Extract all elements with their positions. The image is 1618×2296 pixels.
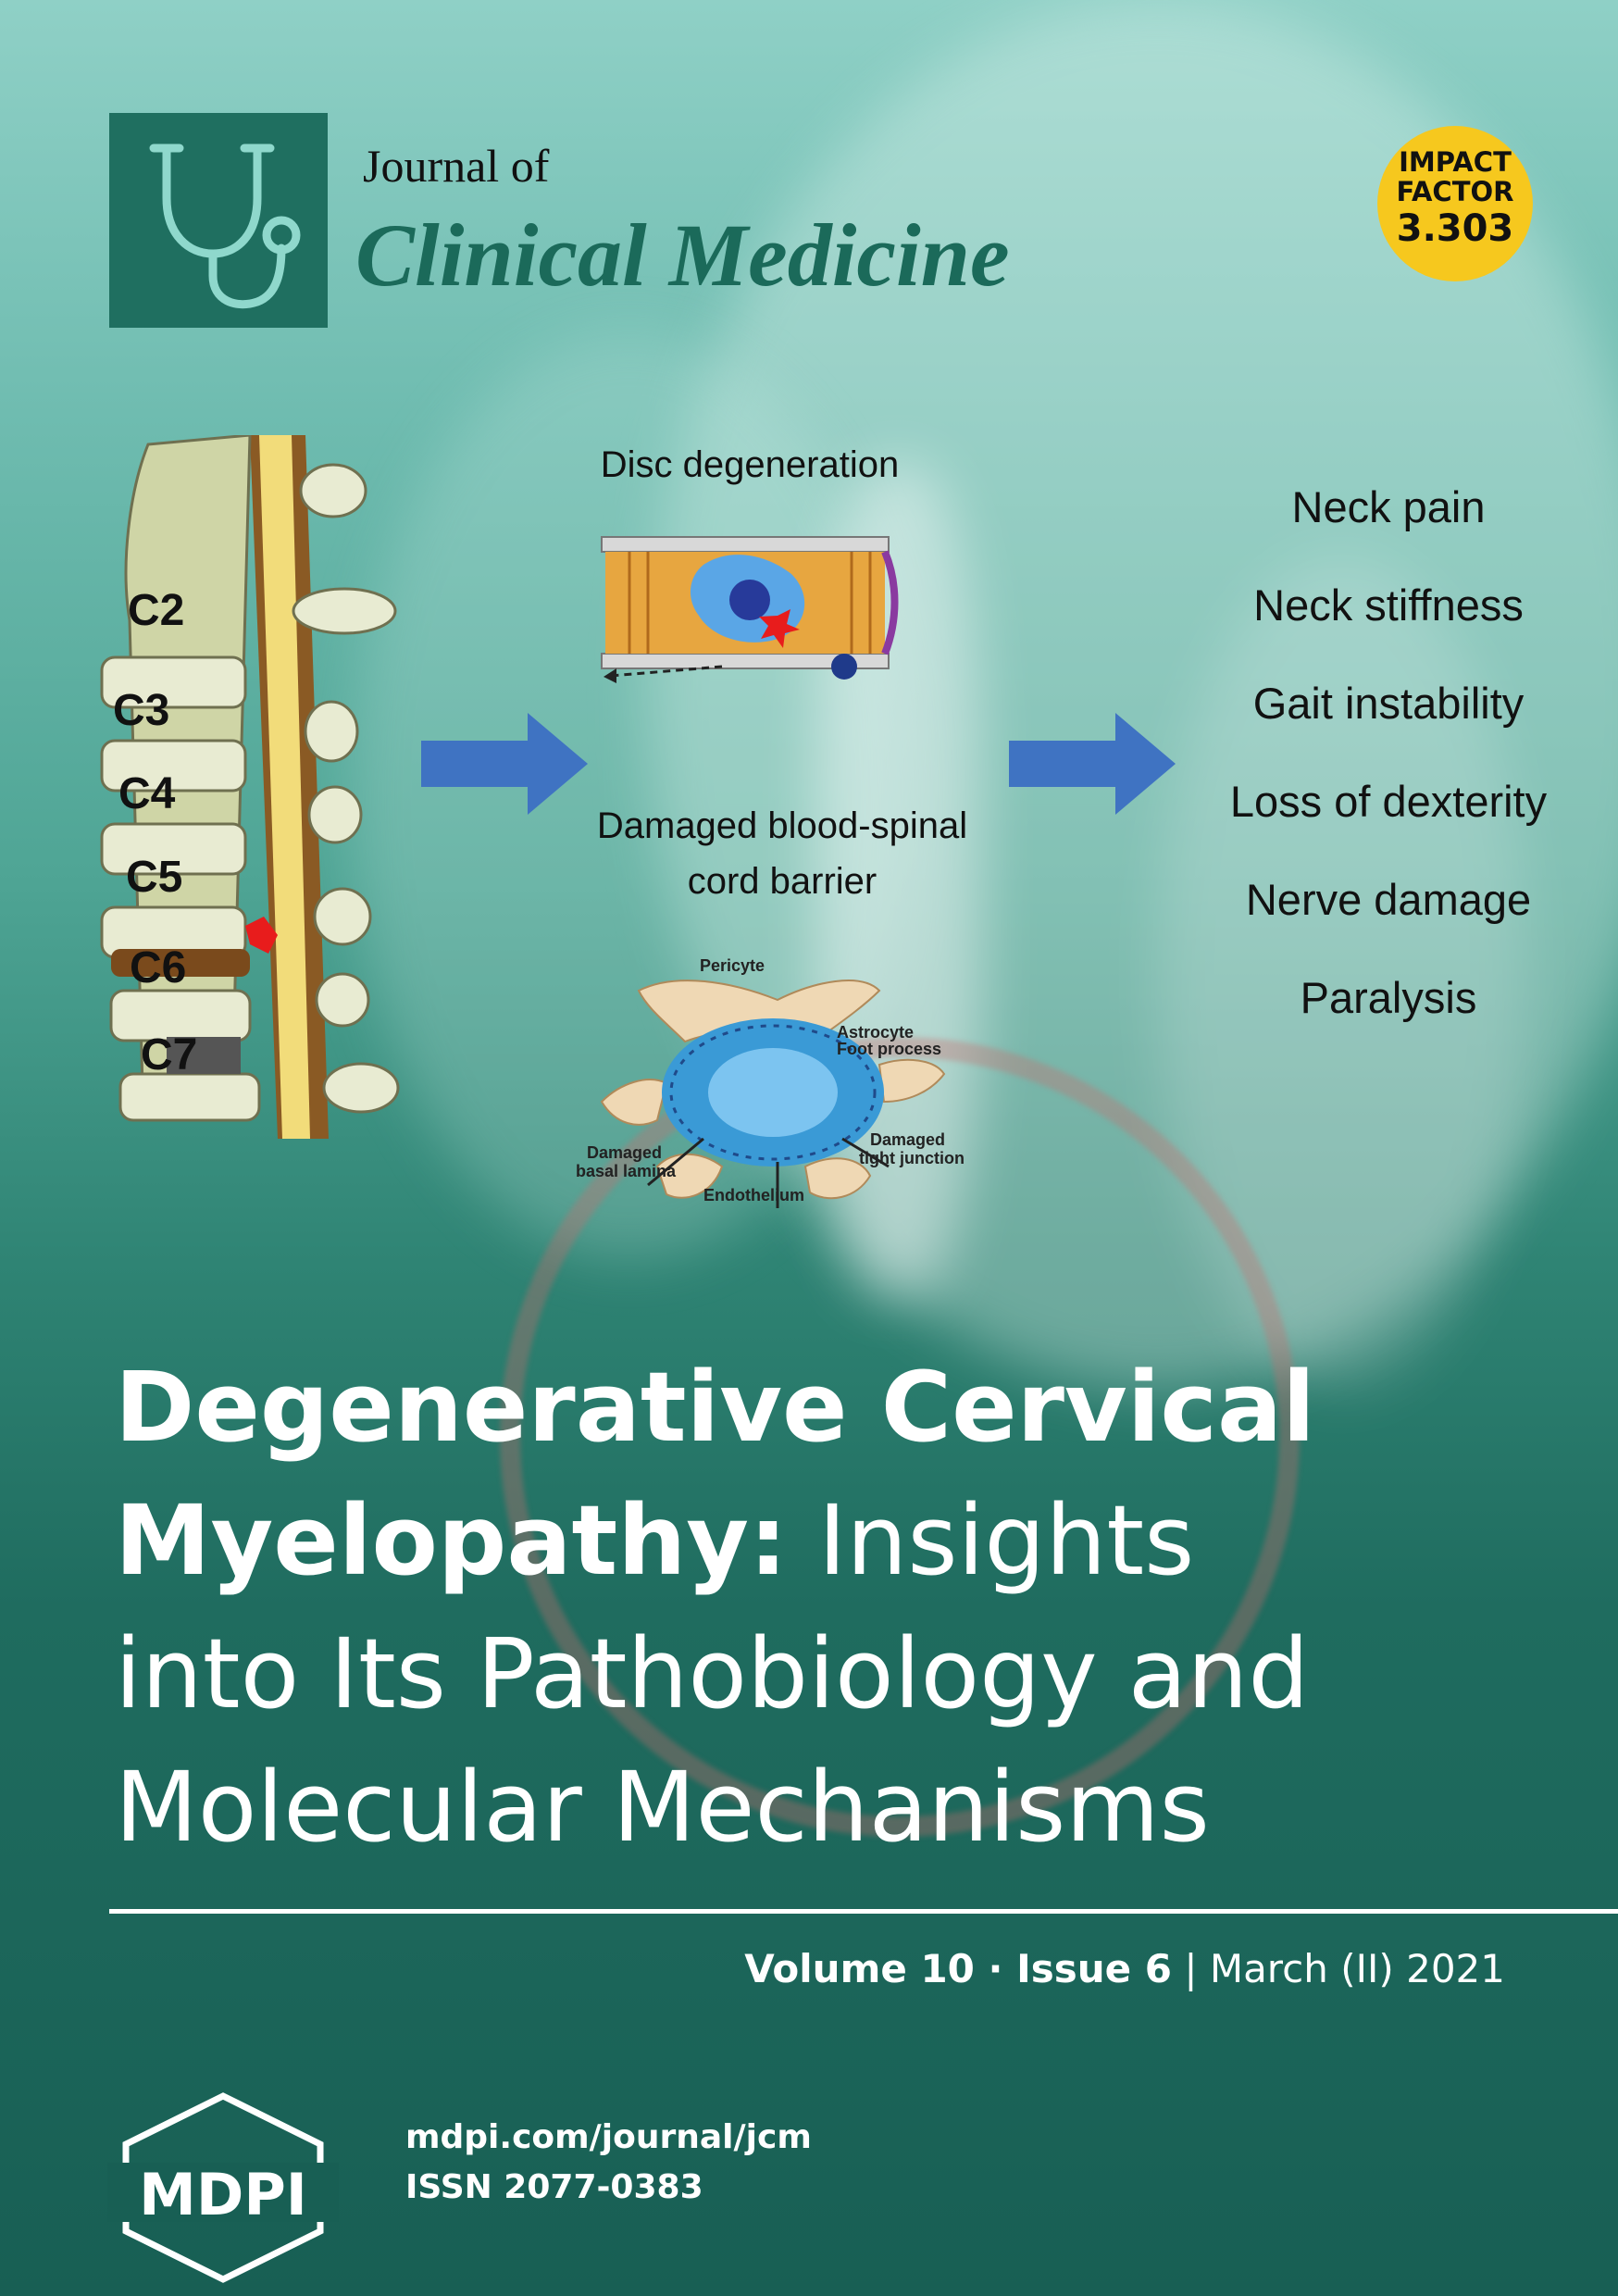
vertebra-label: C7 bbox=[141, 1030, 198, 1079]
vertebra-label: C3 bbox=[113, 686, 170, 735]
symptom-item: Neck pain bbox=[1291, 482, 1486, 531]
issue-separator: · bbox=[974, 1946, 1017, 1991]
disc-illustration bbox=[601, 536, 899, 683]
journal-name: Clinical Medicine bbox=[355, 206, 1010, 305]
endothelium-label: Endothelium bbox=[703, 1186, 804, 1204]
basal-lamina-label: Damaged bbox=[587, 1143, 663, 1162]
arrow-right-icon bbox=[1009, 713, 1176, 815]
article-title-line-4: Molecular Mechanisms bbox=[115, 1751, 1210, 1864]
issn: ISSN 2077-0383 bbox=[405, 2168, 703, 2206]
impact-factor-badge: IMPACT FACTOR 3.303 bbox=[1377, 126, 1533, 281]
disc-degeneration-label: Disc degeneration bbox=[600, 444, 900, 485]
barrier-label-line-2: cord barrier bbox=[687, 861, 877, 902]
basal-lamina-label: basal lamina bbox=[576, 1162, 677, 1180]
journal-url: mdpi.com/journal/jcm bbox=[405, 2118, 812, 2156]
vertebra-label: C6 bbox=[130, 943, 187, 992]
journal-name-prefix: Journal of bbox=[363, 140, 550, 192]
symptom-item: Neck stiffness bbox=[1253, 580, 1524, 630]
journal-logo bbox=[109, 113, 328, 328]
pericyte-label: Pericyte bbox=[700, 956, 765, 975]
volume-text: Volume 10 bbox=[744, 1946, 975, 1991]
symptom-item: Loss of dexterity bbox=[1229, 777, 1548, 826]
stethoscope-icon bbox=[149, 144, 301, 309]
issue-bar: | bbox=[1171, 1946, 1210, 1991]
issue-number: Issue 6 bbox=[1016, 1946, 1172, 1991]
impact-label-1: IMPACT bbox=[1399, 146, 1512, 178]
tight-junction-label: Damaged bbox=[870, 1130, 946, 1149]
arrow-right-icon bbox=[421, 713, 588, 815]
barrier-label-line-1: Damaged blood-spinal bbox=[596, 805, 968, 846]
barrier-illustration bbox=[600, 980, 946, 1208]
article-title-line-3: into Its Pathobiology and bbox=[115, 1617, 1310, 1730]
article-title-bold: Myelopathy: bbox=[115, 1484, 788, 1597]
vertebra-label: C4 bbox=[118, 769, 176, 818]
article-title-line-1: Degenerative Cervical bbox=[115, 1351, 1315, 1464]
vertebra-label: C5 bbox=[126, 853, 183, 902]
spine-illustration bbox=[100, 435, 400, 1139]
mdpi-logo-text: MDPI bbox=[139, 2161, 307, 2228]
issue-date: March (II) 2021 bbox=[1209, 1946, 1505, 1991]
symptom-item: Gait instability bbox=[1252, 679, 1525, 728]
astrocyte-label: Astrocyte bbox=[837, 1023, 915, 1042]
article-title-line-2: Myelopathy: Insights bbox=[115, 1492, 1194, 1589]
symptom-item: Paralysis bbox=[1300, 973, 1477, 1022]
symptom-item: Nerve damage bbox=[1245, 875, 1532, 924]
mdpi-logo: MDPI bbox=[107, 2092, 339, 2283]
issue-info: Volume 10 · Issue 6 | March (II) 2021 bbox=[744, 1946, 1505, 1991]
impact-value: 3.303 bbox=[1396, 207, 1514, 250]
divider bbox=[109, 1909, 1618, 1914]
impact-label-2: FACTOR bbox=[1396, 176, 1514, 207]
article-title-light: Insights bbox=[787, 1484, 1195, 1597]
vertebra-label: C2 bbox=[128, 586, 185, 635]
foot-process-label: Foot process bbox=[837, 1040, 942, 1058]
tight-junction-label: tight junction bbox=[859, 1149, 965, 1167]
